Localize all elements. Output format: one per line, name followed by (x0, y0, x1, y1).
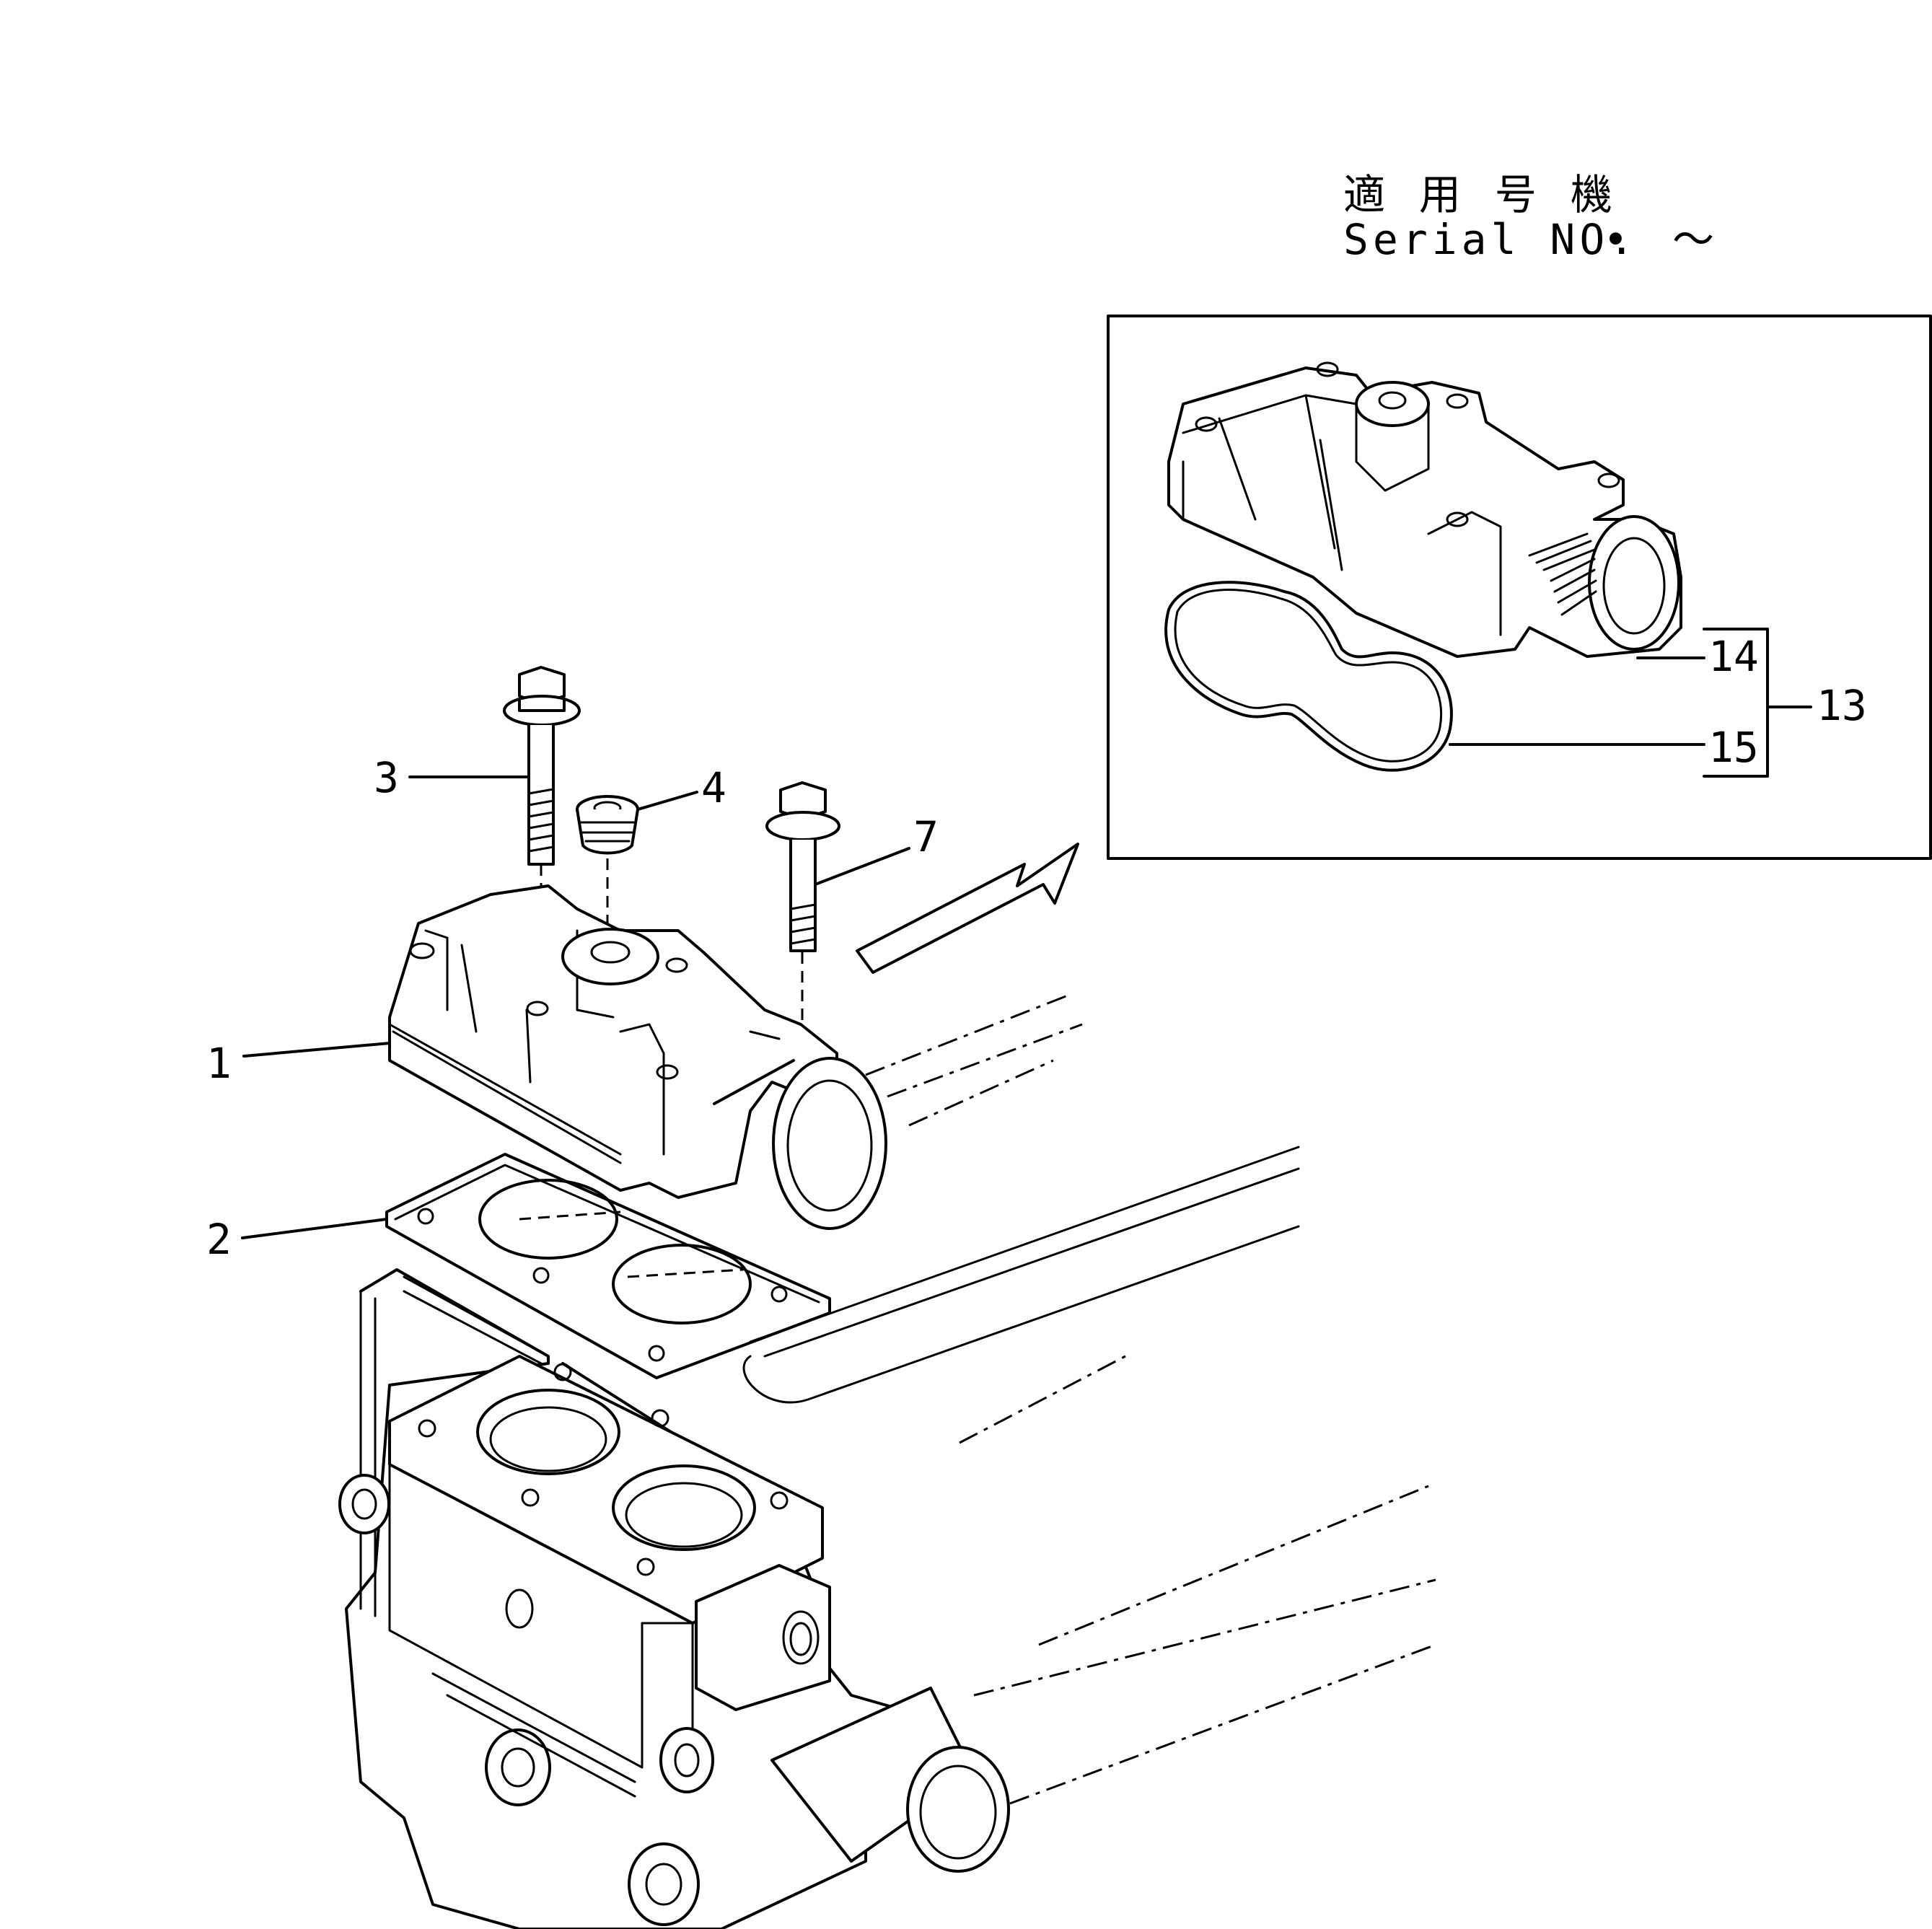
callout-3: 3 (374, 753, 399, 802)
plug-4 (576, 795, 639, 938)
gasket-2 (385, 1153, 831, 1379)
water-manifold-block (338, 994, 1436, 1929)
inset-frame (1107, 315, 1932, 860)
callout-14: 14 (1708, 632, 1759, 681)
inset-gasket (1164, 581, 1453, 772)
callout-4: 4 (701, 763, 726, 812)
inset-housing (1167, 361, 1682, 658)
leader-1 (242, 1042, 391, 1058)
housing-1 (388, 884, 887, 1230)
bolt-7 (765, 781, 840, 1039)
callout-13: 13 (1817, 681, 1867, 730)
callout-7: 7 (913, 812, 939, 861)
bracket-13 (1449, 628, 1812, 778)
callout-1: 1 (206, 1039, 232, 1088)
serial-sep: • (1603, 215, 1633, 264)
serial-label: Serial NO. (1343, 215, 1638, 264)
callout-15: 15 (1708, 723, 1759, 772)
bolt-3 (503, 666, 581, 1024)
leader-2 (241, 1218, 388, 1239)
leader-7 (814, 847, 910, 886)
callout-2: 2 (206, 1215, 232, 1264)
applicable-label: 適 用 号 機 (1343, 170, 1617, 219)
detail-arrow-icon (856, 843, 1079, 974)
serial-tilde: ～ (1672, 215, 1718, 264)
detail-inset: 14 15 13 (1107, 315, 1932, 860)
serial-header: 適 用 号 機 Serial NO. • ～ (1343, 170, 1718, 264)
leader-4 (636, 791, 698, 811)
